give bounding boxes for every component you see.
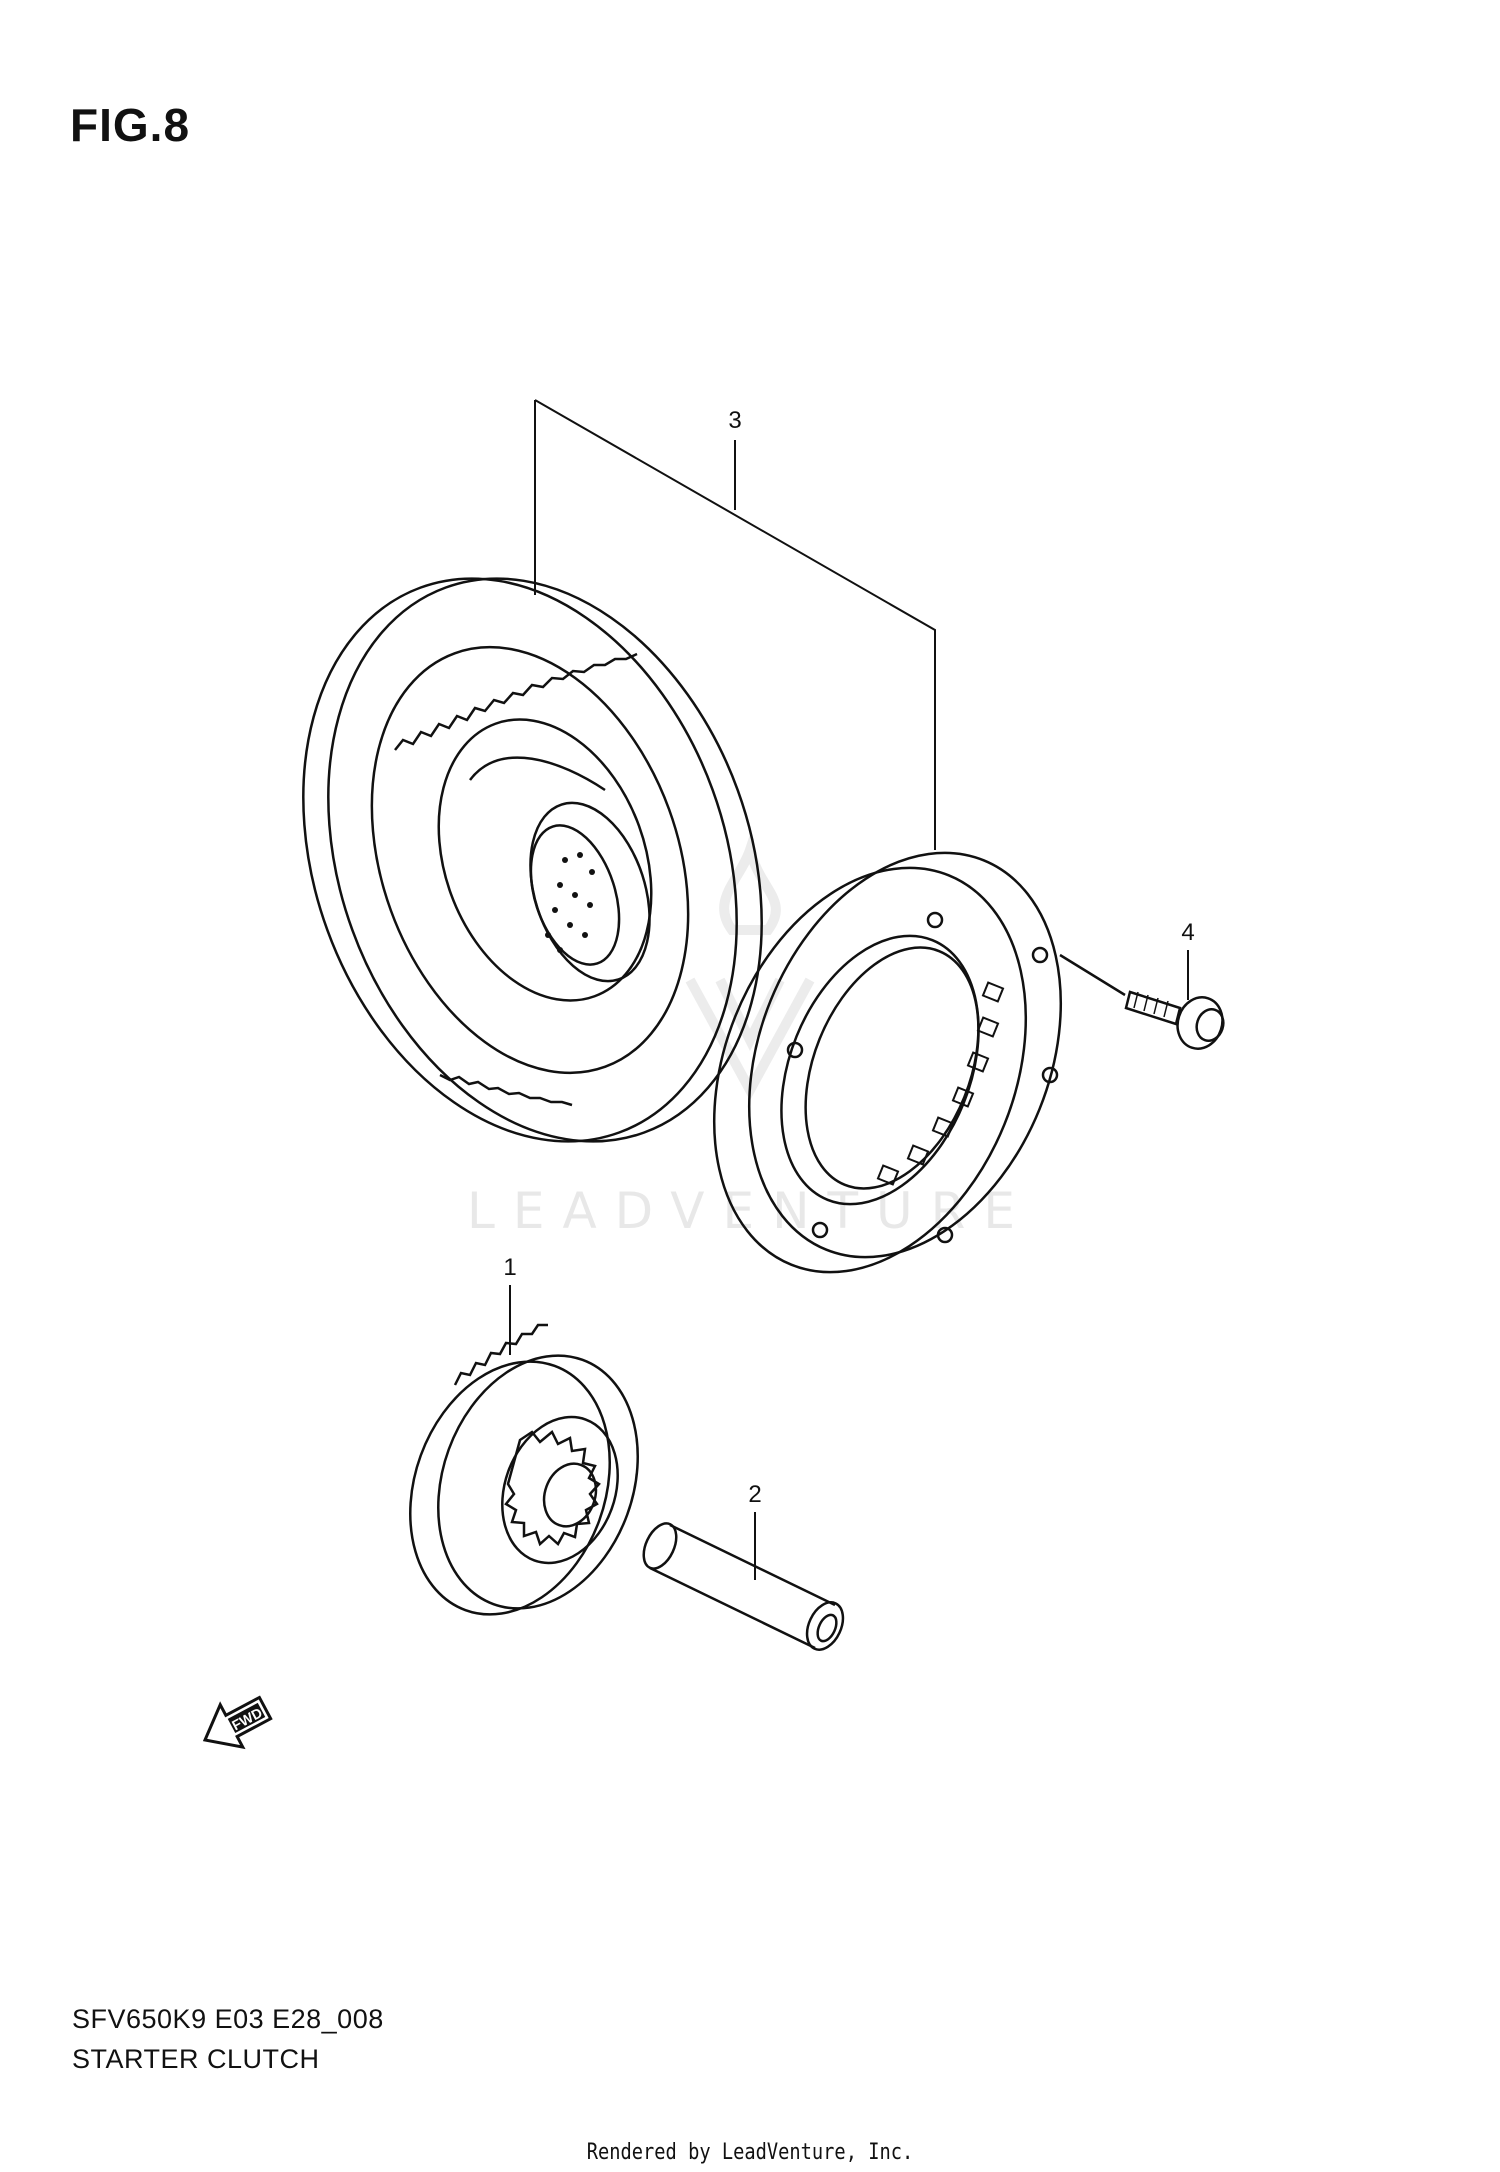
callout-part-1: 1	[503, 1254, 516, 1281]
part-2-shaft[interactable]	[637, 1518, 850, 1655]
callout-part-4: 4	[1181, 919, 1194, 946]
leader-lines	[509, 399, 1189, 1580]
part-1-idle-gear[interactable]	[376, 1323, 671, 1643]
callout-part-2: 2	[748, 1481, 761, 1508]
part-3-ring-gear[interactable]	[228, 517, 837, 1202]
section-name: STARTER CLUTCH	[72, 2044, 320, 2074]
callout-part-3: 3	[728, 407, 741, 434]
fwd-arrow-icon: FWD	[202, 1695, 273, 1750]
part-4-bolt[interactable]	[1059, 953, 1229, 1055]
figure-title: FIG.8	[70, 99, 191, 151]
footer-credit: Rendered by LeadVenture, Inc.	[586, 2140, 914, 2165]
model-code: SFV650K9 E03 E28_008	[72, 2004, 384, 2034]
watermark: LEADVENTURE	[467, 832, 1033, 1240]
watermark-text: LEADVENTURE	[467, 1182, 1033, 1240]
part-3-clutch-housing[interactable]	[657, 806, 1118, 1319]
